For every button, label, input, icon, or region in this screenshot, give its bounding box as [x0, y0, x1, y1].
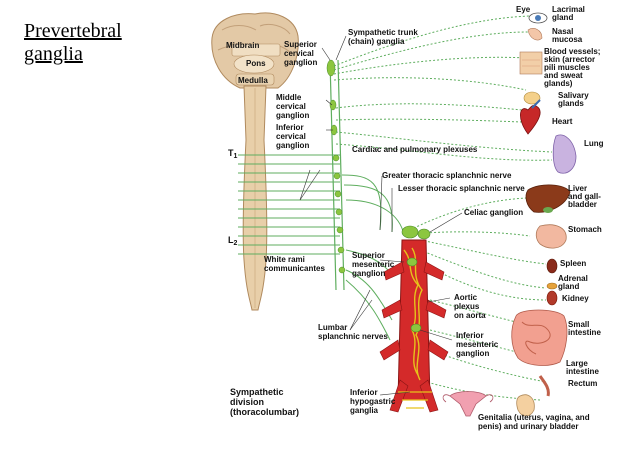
slide-title: Prevertebral ganglia — [24, 20, 164, 66]
blood-vessels-label: Blood vessels; skin (arrector pili muscl… — [544, 47, 603, 88]
t1-label: T1 — [228, 148, 238, 160]
leader-lines — [299, 35, 463, 396]
title-line-2: ganglia — [24, 43, 83, 65]
genitalia-label: Genitalia (uterus, vagina, and penis) an… — [478, 413, 592, 431]
superior-mesenteric-label: Superior mesenteric ganglion — [352, 251, 396, 278]
pons-label: Pons — [246, 59, 266, 68]
inferior-cervical-label: Inferior cervical ganglion — [276, 123, 309, 150]
lung-label: Lung — [584, 139, 604, 148]
spleen-label: Spleen — [560, 259, 586, 268]
rectum-label: Rectum — [568, 379, 597, 388]
title-line-1: Prevertebral — [24, 20, 122, 42]
superior-mesenteric-ganglion-mark — [406, 257, 418, 267]
rectum-icon — [538, 375, 550, 397]
sympathetic-trunk-label: Sympathetic trunk (chain) ganglia — [348, 28, 420, 46]
stomach-icon — [535, 224, 567, 249]
liver-icon — [525, 184, 571, 213]
kidney-icon — [546, 290, 558, 306]
lacrimal-label: Lacrimal gland — [552, 5, 587, 22]
prevertebral-ganglia — [401, 225, 431, 333]
spinal-cord — [242, 85, 268, 311]
eye-label: Eye — [516, 5, 531, 14]
lesser-thoracic-label: Lesser thoracic splanchnic nerve — [398, 184, 525, 193]
l2-label: L2 — [228, 235, 238, 247]
greater-thoracic-label: Greater thoracic splanchnic nerve — [382, 171, 512, 180]
inferior-mesenteric-ganglion-mark — [410, 323, 422, 333]
medulla-label: Medulla — [238, 76, 268, 85]
spinal-nerves — [238, 154, 340, 255]
inferior-mesenteric-label: Inferior mesenteric ganglion — [456, 331, 500, 358]
small-intestine-label: Small intestine — [568, 320, 601, 337]
heart-label: Heart — [552, 117, 573, 126]
midbrain-label: Midbrain — [226, 41, 259, 50]
adrenal-label: Adrenal gland — [558, 274, 590, 291]
lumbar-splanchnic-label: Lumbar splanchnic nerves — [318, 323, 388, 341]
division-caption: Sympathetic division (thoracolumbar) — [230, 387, 299, 417]
kidney-label: Kidney — [562, 294, 589, 303]
salivary-icon — [523, 91, 541, 105]
aorta — [379, 239, 449, 413]
liver-label: Liver and gall- bladder — [568, 184, 603, 209]
cardiac-plexuses-label: Cardiac and pulmonary plexuses — [352, 145, 478, 154]
bladder-icon — [516, 394, 535, 417]
white-rami-label: White rami communicantes — [264, 255, 325, 273]
trunk-ganglia — [326, 59, 346, 274]
aortic-plexus-label: Aortic plexus on aorta — [454, 293, 486, 320]
celiac-ganglion-mark — [401, 225, 419, 239]
heart-icon — [520, 105, 541, 135]
salivary-label: Salivary glands — [558, 91, 591, 108]
inferior-hypogastric-label: Inferior hypogastric ganglia — [350, 388, 398, 415]
organs — [442, 12, 577, 417]
stomach-label: Stomach — [568, 225, 602, 234]
adrenal-icon — [546, 282, 558, 290]
lung-icon — [552, 134, 577, 174]
uterus-icon — [449, 391, 487, 417]
large-intestine-label: Large intestine — [566, 359, 599, 376]
spleen-icon — [546, 258, 558, 274]
skin-icon — [519, 51, 543, 75]
intestine-icon — [511, 309, 568, 366]
nasal-label: Nasal mucosa — [552, 27, 583, 44]
brain — [211, 12, 299, 89]
celiac-label: Celiac ganglion — [464, 208, 523, 217]
superior-cervical-label: Superior cervical ganglion — [284, 40, 319, 67]
nasal-icon — [527, 28, 543, 41]
middle-cervical-label: Middle cervical ganglion — [276, 93, 309, 120]
